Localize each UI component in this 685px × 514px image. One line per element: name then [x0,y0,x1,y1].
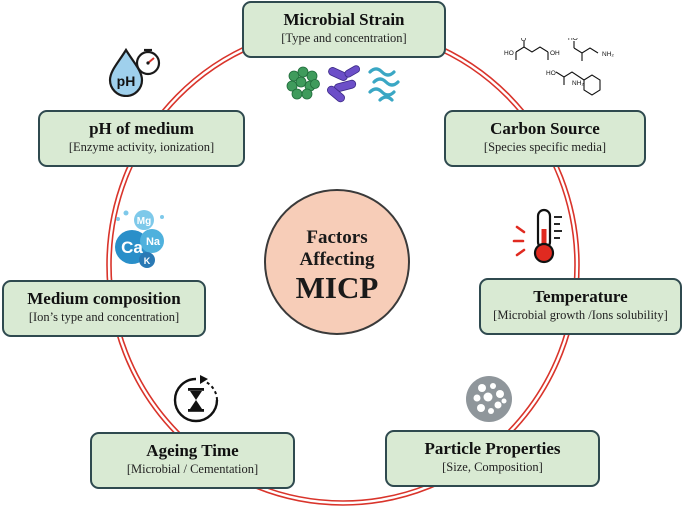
factor-subtitle: [Microbial / Cementation] [126,462,259,476]
center-line-3: MICP [295,270,379,305]
factor-microbial-strain: Microbial Strain [Type and concentration… [242,1,446,58]
bacteria-cluster-icon [286,65,400,103]
factor-subtitle: [Species specific media] [483,140,607,154]
chem-ho-2: HO [568,38,578,42]
factor-title: Microbial Strain [283,10,405,29]
center-line-2: Affecting [299,249,375,270]
ion-droplets-icon: Ca Mg Na K [115,210,164,268]
ion-k-label: K [144,256,151,266]
factor-subtitle: [Type and concentration] [281,31,407,45]
particle-sphere-icon [466,376,512,422]
factor-subtitle: [Microbial growth /Ions solubility] [493,308,668,322]
chem-ho: HO [504,50,514,57]
center-line-1: Factors [306,227,368,248]
factor-ageing-time: Ageing Time [Microbial / Cementation] [90,432,295,489]
chem-nh2-1: NH₂ [602,51,614,58]
chem-nh2-2: NH₂ [572,80,584,87]
factor-particle-properties: Particle Properties [Size, Composition] [385,430,600,487]
factor-title: Temperature [533,287,628,306]
center-circle: Factors Affecting MICP [264,189,410,335]
factor-subtitle: [Enzyme activity, ionization] [68,140,215,154]
hourglass-timer-icon [173,375,219,423]
factor-temperature: Temperature [Microbial growth /Ions solu… [479,278,682,335]
chem-o: O [521,38,526,43]
factor-title: pH of medium [89,119,194,138]
ph-drop-gauge-icon: pH [108,47,161,97]
chem-ho-3: HO [546,70,556,77]
ion-na-label: Na [146,236,161,248]
factor-title: Particle Properties [424,439,561,458]
thermometer-icon [512,208,562,264]
factor-title: Carbon Source [490,119,600,138]
carbon-molecules-icon: HO O OH NH₂ HO NH₂ HO [504,38,614,96]
factor-title: Medium composition [27,289,181,308]
factor-ph-of-medium: pH of medium [Enzyme activity, ionizatio… [38,110,245,167]
ion-ca-label: Ca [121,238,143,257]
factor-subtitle: [Size, Composition] [442,460,543,474]
ion-mg-label: Mg [137,216,151,227]
factor-medium-composition: Medium composition [Ion’s type and conce… [2,280,206,337]
factor-carbon-source: Carbon Source [Species specific media] [444,110,646,167]
factor-subtitle: [Ion’s type and concentration] [28,310,180,324]
ph-label: pH [117,73,136,89]
chem-oh: OH [550,50,560,57]
factor-title: Ageing Time [146,441,239,460]
